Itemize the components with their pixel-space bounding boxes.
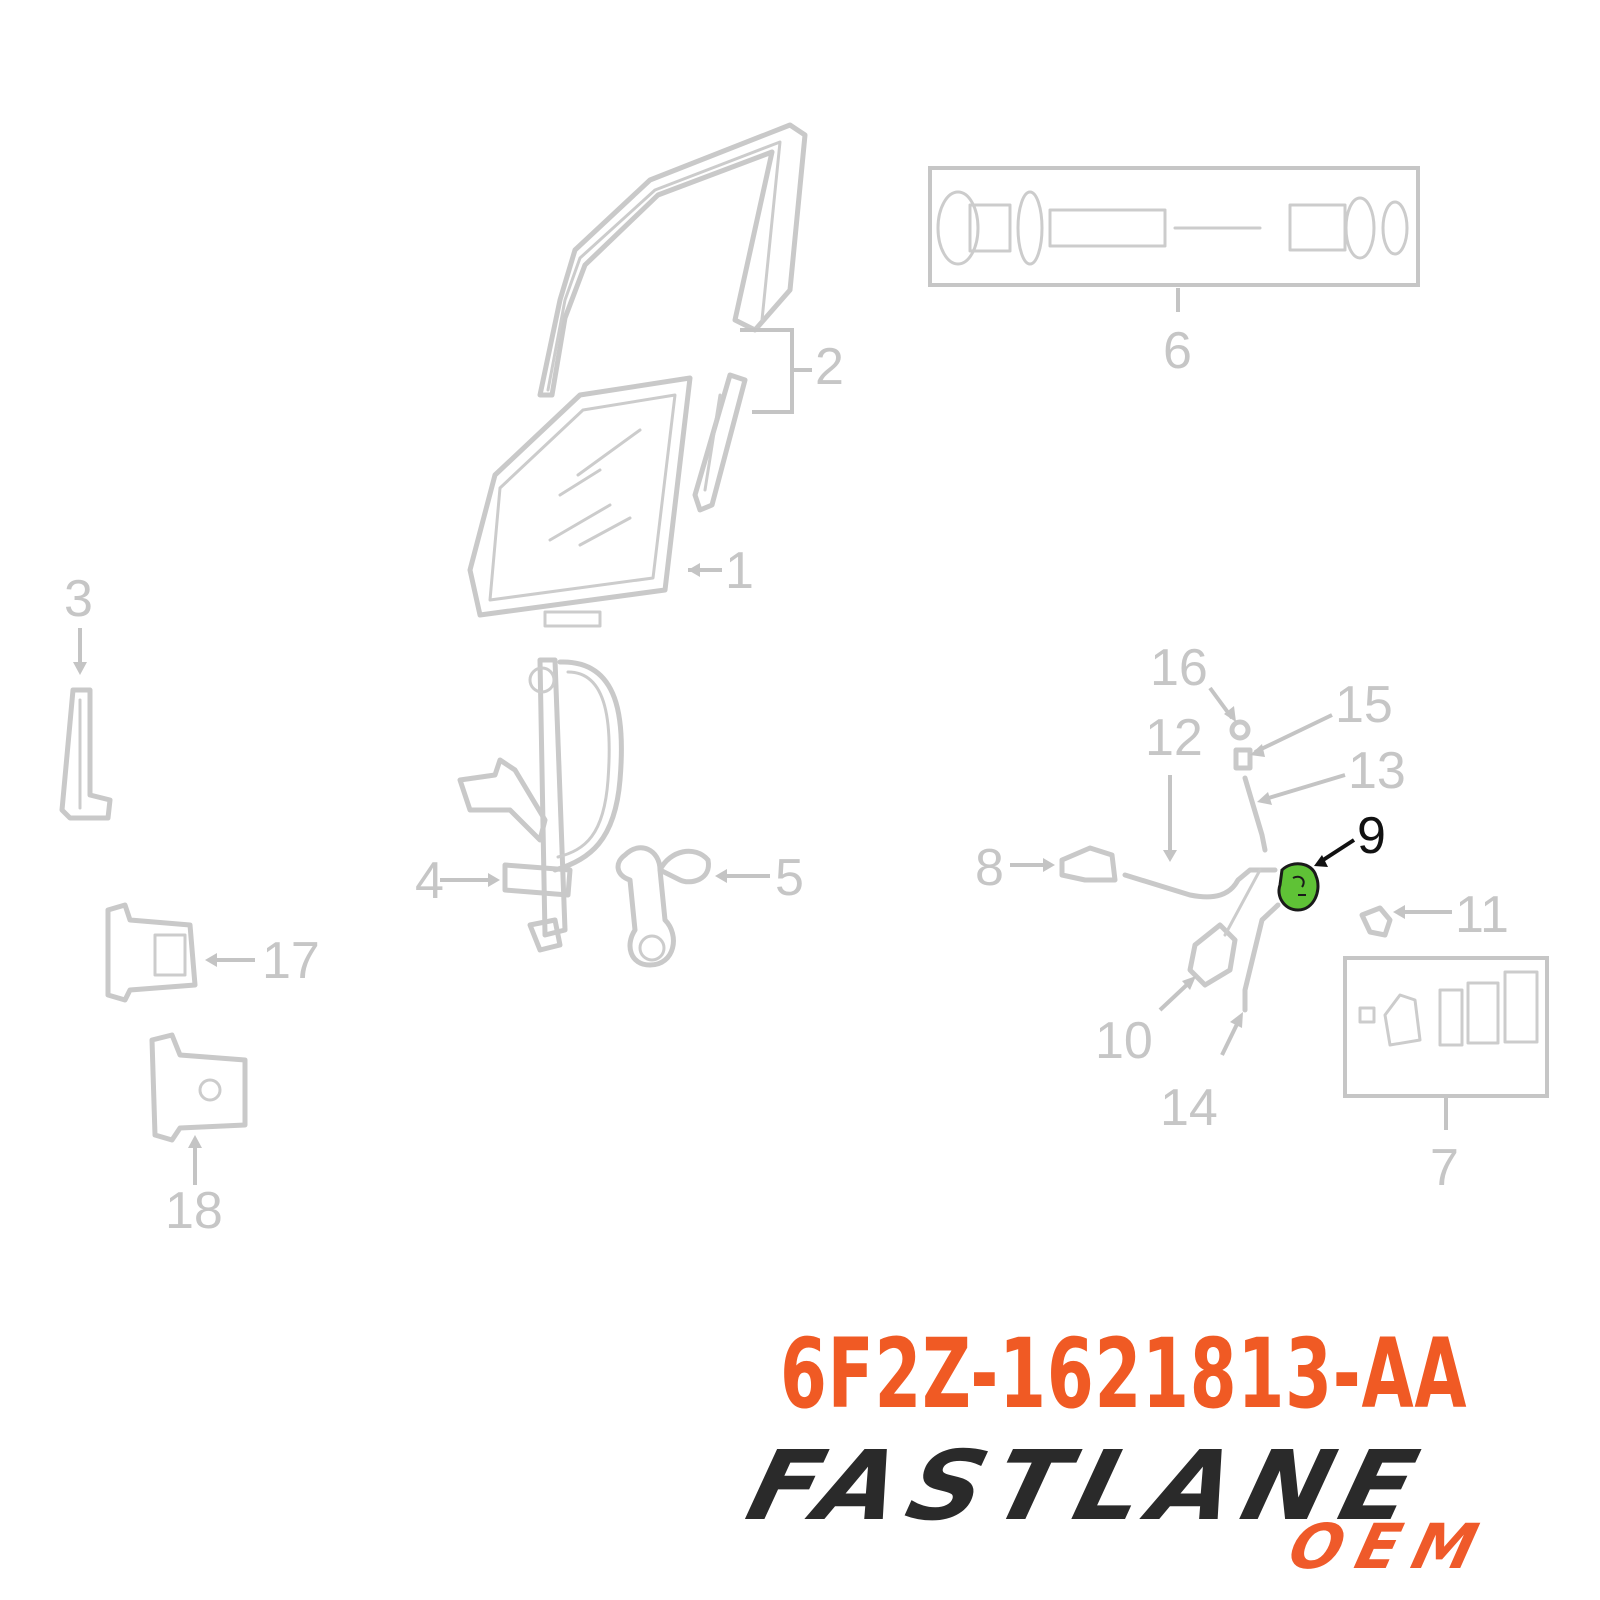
part-18-lower-hinge bbox=[149, 1032, 248, 1143]
part-16-clip bbox=[1229, 719, 1251, 741]
callout-6: 6 bbox=[1163, 322, 1192, 380]
callout-13: 13 bbox=[1348, 742, 1406, 800]
part-10-lock-actuator bbox=[1187, 868, 1262, 988]
callout-4: 4 bbox=[415, 852, 444, 910]
callout-18: 18 bbox=[165, 1182, 223, 1240]
part-5-window-crank bbox=[615, 845, 711, 968]
part-3-door-rod bbox=[59, 687, 113, 821]
callout-14: 14 bbox=[1160, 1079, 1218, 1137]
callout-10: 10 bbox=[1095, 1012, 1153, 1070]
callout-5: 5 bbox=[775, 849, 804, 907]
callout-12: 12 bbox=[1145, 709, 1203, 767]
part-7-latch-kit bbox=[1343, 956, 1549, 1098]
callout-9: 9 bbox=[1357, 807, 1386, 865]
part-8-outside-handle bbox=[1059, 845, 1118, 883]
part-14-rod bbox=[1242, 902, 1281, 1013]
leader-arrows bbox=[78, 328, 1452, 1185]
part-11-rod-clip bbox=[1359, 905, 1393, 938]
callout-8: 8 bbox=[975, 839, 1004, 897]
part-13-rod bbox=[1242, 775, 1268, 853]
callout-7: 7 bbox=[1430, 1139, 1459, 1197]
part-15-clip bbox=[1233, 747, 1253, 771]
callout-3: 3 bbox=[64, 570, 93, 628]
callout-11: 11 bbox=[1455, 886, 1509, 944]
brand-logo-subtext: OEM bbox=[1281, 1510, 1499, 1583]
part-1-door-glass bbox=[467, 375, 693, 628]
callout-16: 16 bbox=[1150, 639, 1208, 697]
part-17-upper-hinge bbox=[105, 902, 198, 1003]
part-number: 6F2Z-1621813-AA bbox=[780, 1318, 1468, 1430]
arrowheads bbox=[73, 563, 1405, 1148]
part-12-control-rod bbox=[1122, 867, 1278, 900]
callout-1: 1 bbox=[725, 542, 754, 600]
part-6-lock-cylinder-kit bbox=[928, 166, 1420, 287]
callout-17: 17 bbox=[262, 932, 320, 990]
part-2-run-channel bbox=[537, 122, 808, 513]
callout-2: 2 bbox=[815, 338, 844, 396]
callout-15: 15 bbox=[1335, 676, 1393, 734]
part-4-window-regulator bbox=[457, 657, 624, 953]
part-9-highlighted-clip bbox=[1277, 862, 1320, 912]
